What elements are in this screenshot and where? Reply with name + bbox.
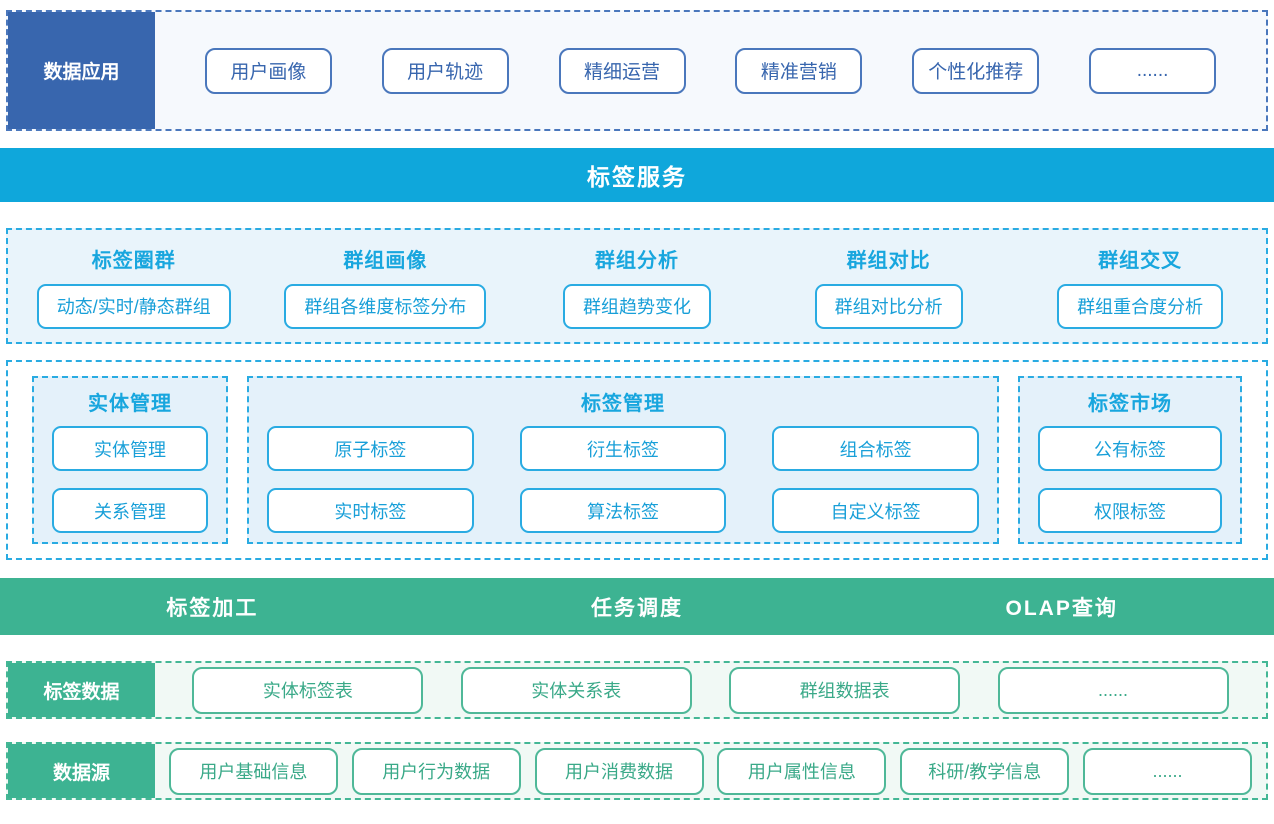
column-box: 动态/实时/静态群组 <box>36 283 231 329</box>
tag-service-banner: 标签服务 <box>0 148 1274 202</box>
derived-tag-box: 衍生标签 <box>519 426 727 471</box>
custom-tag-box: 自定义标签 <box>772 488 980 533</box>
app-item-fine-operation: 精细运营 <box>558 47 686 94</box>
data-source-row: 数据源 用户基础信息 用户行为数据 用户消费数据 用户属性信息 科研/教学信息 … <box>6 742 1268 800</box>
section-title: 标签管理 <box>581 393 665 415</box>
public-tag-box: 公有标签 <box>1038 426 1222 471</box>
group-data-table-box: 群组数据表 <box>729 666 961 714</box>
data-applications-items: 用户画像 用户轨迹 精细运营 精准营销 个性化推荐 ...... <box>155 12 1266 129</box>
user-consumption-data-box: 用户消费数据 <box>534 747 704 795</box>
column-title: 群组分析 <box>594 249 679 272</box>
column-tag-grouping: 标签圈群 动态/实时/静态群组 <box>8 230 260 342</box>
column-box: 群组趋势变化 <box>562 283 711 329</box>
entity-tag-table-box: 实体标签表 <box>192 666 424 714</box>
tag-data-label: 标签数据 <box>8 663 155 717</box>
entity-management-section: 实体管理 实体管理 关系管理 <box>32 376 228 544</box>
user-basic-info-box: 用户基础信息 <box>168 747 338 795</box>
realtime-tag-box: 实时标签 <box>267 488 474 533</box>
data-source-items: 用户基础信息 用户行为数据 用户消费数据 用户属性信息 科研/教学信息 ....… <box>155 744 1266 798</box>
column-box: 群组各维度标签分布 <box>284 283 487 329</box>
processing-banner: 标签加工 任务调度 OLAP查询 <box>0 578 1274 635</box>
data-source-ellipsis-box: ...... <box>1083 747 1253 795</box>
entity-relation-table-box: 实体关系表 <box>460 666 692 714</box>
user-behavior-data-box: 用户行为数据 <box>351 747 521 795</box>
section-title: 标签市场 <box>1088 393 1172 415</box>
section-title: 实体管理 <box>88 393 172 415</box>
task-scheduling-label: 任务调度 <box>591 596 683 620</box>
permission-tag-box: 权限标签 <box>1038 488 1222 533</box>
column-title: 群组画像 <box>343 249 428 272</box>
column-title: 标签圈群 <box>91 249 176 272</box>
research-teaching-info-box: 科研/教学信息 <box>900 747 1070 795</box>
column-group-compare: 群组对比 群组对比分析 <box>763 230 1015 342</box>
column-box: 群组重合度分析 <box>1057 283 1224 329</box>
atomic-tag-box: 原子标签 <box>267 426 474 471</box>
data-source-label: 数据源 <box>8 744 155 798</box>
data-applications-row: 数据应用 用户画像 用户轨迹 精细运营 精准营销 个性化推荐 ...... <box>6 10 1268 131</box>
app-item-personalized-recommendation: 个性化推荐 <box>912 47 1040 94</box>
combined-tag-box: 组合标签 <box>772 426 980 471</box>
tag-data-ellipsis-box: ...... <box>997 666 1229 714</box>
tag-processing-label: 标签加工 <box>166 596 259 620</box>
group-analysis-row: 标签圈群 动态/实时/静态群组 群组画像 群组各维度标签分布 群组分析 群组趋势… <box>6 228 1268 344</box>
tag-data-items: 实体标签表 实体关系表 群组数据表 ...... <box>155 663 1266 717</box>
column-group-cross: 群组交叉 群组重合度分析 <box>1014 230 1266 342</box>
olap-query-label: OLAP查询 <box>1005 596 1118 620</box>
app-item-ellipsis: ...... <box>1089 47 1217 94</box>
column-title: 群组对比 <box>846 249 931 272</box>
column-box: 群组对比分析 <box>814 283 963 329</box>
app-item-user-track: 用户轨迹 <box>381 47 509 94</box>
tag-market-section: 标签市场 公有标签 权限标签 <box>1018 376 1242 544</box>
column-group-analysis: 群组分析 群组趋势变化 <box>511 230 763 342</box>
algorithm-tag-box: 算法标签 <box>519 488 727 533</box>
management-row: 实体管理 实体管理 关系管理 标签管理 原子标签 衍生标签 组合标签 实时标签 … <box>6 360 1268 560</box>
tag-data-row: 标签数据 实体标签表 实体关系表 群组数据表 ...... <box>6 661 1268 719</box>
app-item-user-profile: 用户画像 <box>204 47 332 94</box>
column-title: 群组交叉 <box>1098 249 1183 272</box>
user-attribute-info-box: 用户属性信息 <box>717 747 887 795</box>
entity-management-box: 实体管理 <box>52 426 208 471</box>
app-item-precision-marketing: 精准营销 <box>735 47 863 94</box>
data-applications-label: 数据应用 <box>8 12 155 129</box>
tag-management-section: 标签管理 原子标签 衍生标签 组合标签 实时标签 算法标签 自定义标签 <box>247 376 999 544</box>
relation-management-box: 关系管理 <box>52 488 208 533</box>
column-group-portrait: 群组画像 群组各维度标签分布 <box>260 230 512 342</box>
